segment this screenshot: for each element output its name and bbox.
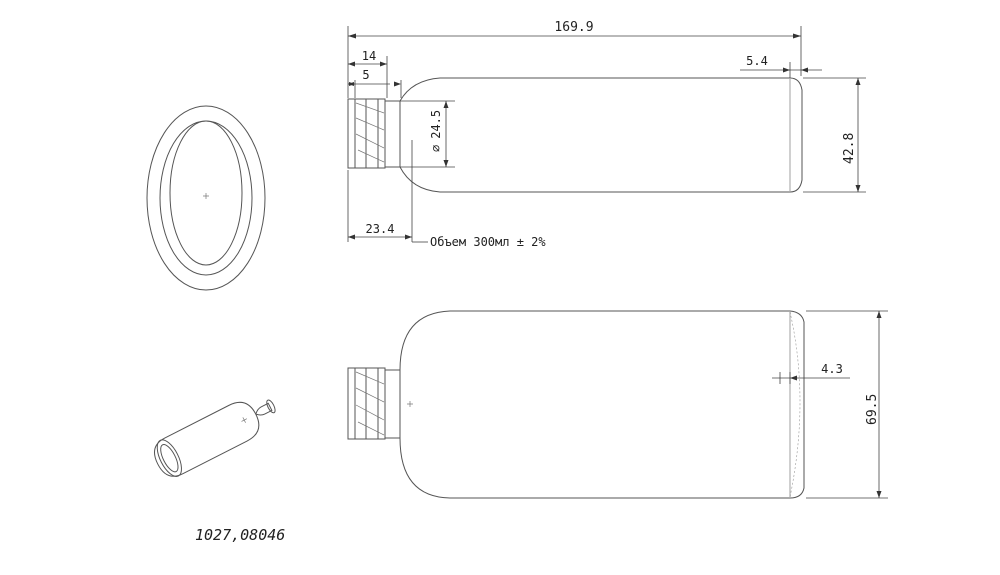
dim-body-height: 69.5 (806, 310, 888, 499)
bottle-side-view (347, 77, 803, 193)
center-mark (407, 401, 413, 407)
dim-neck-length: 14 (348, 49, 388, 98)
dim-base-depth-label: 4.3 (821, 362, 843, 376)
dim-neck-diameter-value: 24.5 (429, 110, 443, 139)
dim-base-depth: 4.3 (772, 362, 850, 384)
dim-shoulder-length: 23.4 Объем 300мл ± 2% (347, 140, 546, 249)
dim-finish-height-label: 5 (362, 68, 369, 82)
dim-bottom-radius: 5.4 (740, 54, 822, 78)
center-mark (203, 193, 209, 199)
dim-finish-height: 5 (348, 68, 402, 98)
volume-note: Объем 300мл ± 2% (430, 235, 546, 249)
dim-bottom-radius-label: 5.4 (746, 54, 768, 68)
dim-body-height-label: 69.5 (865, 394, 880, 425)
dim-neck-diameter: ⌀ 24.5 (400, 100, 455, 168)
bottle-isometric-view (154, 399, 276, 477)
bottle-front-view (347, 310, 805, 499)
dim-neck-diameter-label: ⌀ 24.5 (429, 110, 443, 152)
top-end-view (146, 105, 266, 291)
dim-body-width: 42.8 (803, 77, 866, 193)
dim-shoulder-length-label: 23.4 (366, 222, 395, 236)
dim-neck-length-label: 14 (362, 49, 376, 63)
dim-overall-length: 169.9 (347, 20, 802, 98)
dim-body-width-label: 42.8 (842, 133, 857, 164)
part-number: 1027,08046 (195, 526, 285, 544)
dim-overall-length-label: 169.9 (554, 20, 593, 35)
diameter-symbol: ⌀ (429, 145, 443, 152)
